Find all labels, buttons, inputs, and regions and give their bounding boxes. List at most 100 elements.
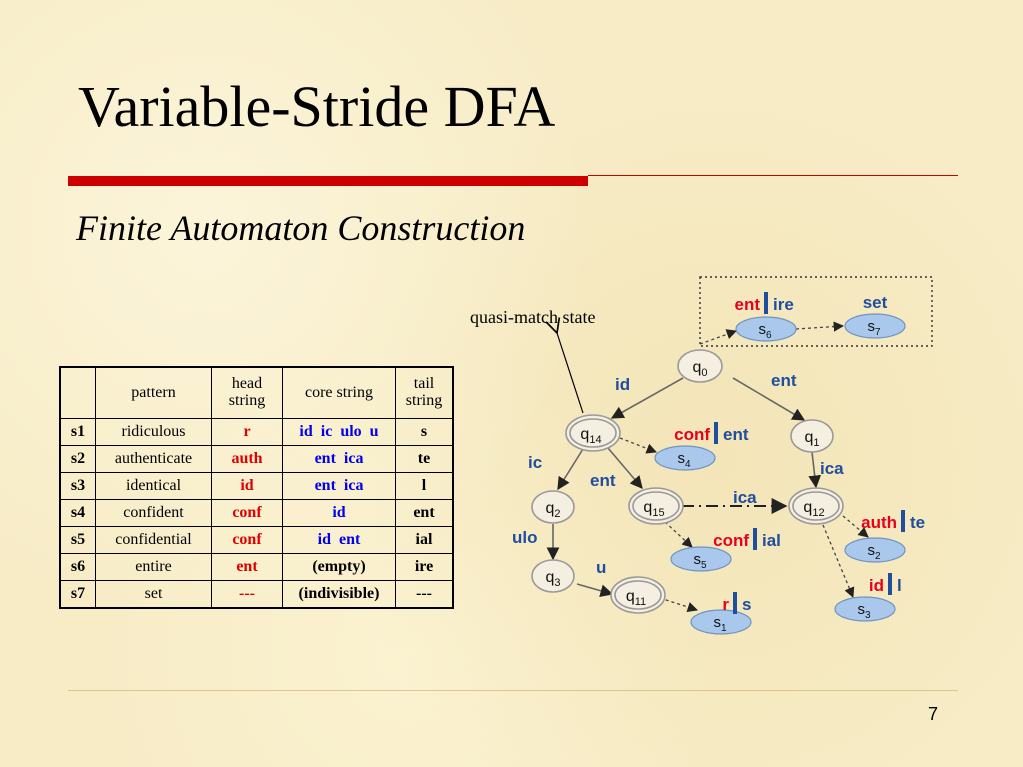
s4-separator xyxy=(714,422,718,444)
edge-q0-q1 xyxy=(732,377,806,421)
s2-head: auth xyxy=(861,513,897,532)
header-core-string: core string xyxy=(282,366,396,419)
slide-title: Variable-Stride DFA xyxy=(78,74,556,139)
table-row: s1 ridiculous r id ic ulo u s xyxy=(59,418,454,446)
edge-label-ica-right: ica xyxy=(820,459,844,478)
row-core: (indivisible) xyxy=(282,580,396,609)
edge-label-ulo: ulo xyxy=(512,528,538,547)
row-core: ent ica xyxy=(282,472,396,500)
row-core: id ic ulo u xyxy=(282,418,396,446)
match-label-s6: s6 xyxy=(758,321,772,341)
table-row: s5 confidential conf id ent ial xyxy=(59,526,454,554)
s3-head: id xyxy=(869,576,884,595)
s6-head: ent xyxy=(735,295,761,314)
row-tail: ent xyxy=(395,499,454,527)
edge-label-ent-top: ent xyxy=(771,371,797,390)
match-s3 xyxy=(834,596,896,622)
match-s1 xyxy=(690,609,752,635)
row-head: ent xyxy=(211,553,283,581)
state-label-q0: q0 xyxy=(692,359,707,379)
state-label-q3: q3 xyxy=(545,569,560,589)
title-rule xyxy=(68,176,588,186)
edge-q0-q14 xyxy=(610,377,684,419)
match-label-s2: s2 xyxy=(867,542,881,562)
edge-s6-s7 xyxy=(795,321,845,332)
quasi-match-box xyxy=(699,276,933,347)
state-label-q1: q1 xyxy=(804,429,819,449)
state-q12 xyxy=(792,491,840,521)
state-label-q2: q2 xyxy=(545,500,560,520)
edge-q3-q11 xyxy=(576,583,614,597)
s2-tail: te xyxy=(910,513,925,532)
table-row: s3 identical id ent ica l xyxy=(59,472,454,500)
annotation-arrow xyxy=(557,333,584,414)
header-pattern: pattern xyxy=(95,366,212,419)
row-id: s6 xyxy=(59,553,96,581)
row-tail: l xyxy=(395,472,454,500)
edge-label-u: u xyxy=(596,558,606,577)
edge-label-ica-mid: ica xyxy=(733,488,757,507)
s1-head: r xyxy=(722,595,729,614)
table-header-row: pattern head string core string tail str… xyxy=(59,366,454,419)
edge-label-ent-mid: ent xyxy=(590,471,616,490)
match-s6 xyxy=(735,316,797,342)
match-s5 xyxy=(670,546,732,572)
match-label-s3: s3 xyxy=(857,601,871,621)
s4-head: conf xyxy=(674,425,710,444)
state-q0 xyxy=(677,349,723,383)
table-row: s2 authenticate auth ent ica te xyxy=(59,445,454,473)
row-id: s1 xyxy=(59,418,96,446)
pattern-table: pattern head string core string tail str… xyxy=(59,366,454,609)
s2-separator xyxy=(901,510,905,532)
state-q1 xyxy=(790,419,834,453)
state-label-q11: q11 xyxy=(626,588,646,608)
s6-tail: ire xyxy=(773,295,794,314)
match-label-s5: s5 xyxy=(693,551,707,571)
row-id: s3 xyxy=(59,472,96,500)
header-tail-string: tail string xyxy=(395,366,454,419)
row-tail: ial xyxy=(395,526,454,554)
table-row: s7 set --- (indivisible) --- xyxy=(59,580,454,609)
row-tail: --- xyxy=(395,580,454,609)
row-pattern: set xyxy=(95,580,212,609)
table-row: s4 confident conf id ent xyxy=(59,499,454,527)
edge-q12-s3 xyxy=(822,524,855,598)
row-core: id xyxy=(282,499,396,527)
edge-label-id: id xyxy=(615,375,630,394)
match-label-s1: s1 xyxy=(713,614,727,634)
s3-separator xyxy=(888,573,892,595)
state-q14 xyxy=(569,418,617,448)
state-q2 xyxy=(531,490,575,524)
edge-q11-s1 xyxy=(659,597,698,613)
s7-label: set xyxy=(863,293,888,312)
header-head-string: head string xyxy=(211,366,283,419)
title-rule-thin xyxy=(588,175,958,176)
row-id: s4 xyxy=(59,499,96,527)
row-head: --- xyxy=(211,580,283,609)
slide-subtitle: Finite Automaton Construction xyxy=(76,208,526,248)
footer-rule xyxy=(68,690,958,691)
row-pattern: ridiculous xyxy=(95,418,212,446)
edge-q1-q12 xyxy=(808,451,822,489)
state-label-q15: q15 xyxy=(643,499,664,519)
s3-tail: l xyxy=(897,576,902,595)
s5-tail: ial xyxy=(762,531,781,550)
row-tail: te xyxy=(395,445,454,473)
s1-separator xyxy=(733,592,737,614)
edge-label-ic: ic xyxy=(528,453,542,472)
pattern-table-grid: pattern head string core string tail str… xyxy=(59,366,454,609)
row-head: conf xyxy=(211,499,283,527)
edge-q15-s5 xyxy=(664,521,693,548)
row-tail: ire xyxy=(395,553,454,581)
quasi-match-label: quasi-match state xyxy=(470,307,595,327)
edge-q14-s4 xyxy=(619,437,657,454)
match-label-s4: s4 xyxy=(677,450,691,470)
s5-head: conf xyxy=(713,531,749,550)
edge-q0-s6 xyxy=(699,329,737,345)
match-s4 xyxy=(654,445,716,471)
row-pattern: identical xyxy=(95,472,212,500)
match-s2 xyxy=(844,537,906,563)
page-number: 7 xyxy=(928,704,939,724)
state-q11 xyxy=(614,580,662,610)
